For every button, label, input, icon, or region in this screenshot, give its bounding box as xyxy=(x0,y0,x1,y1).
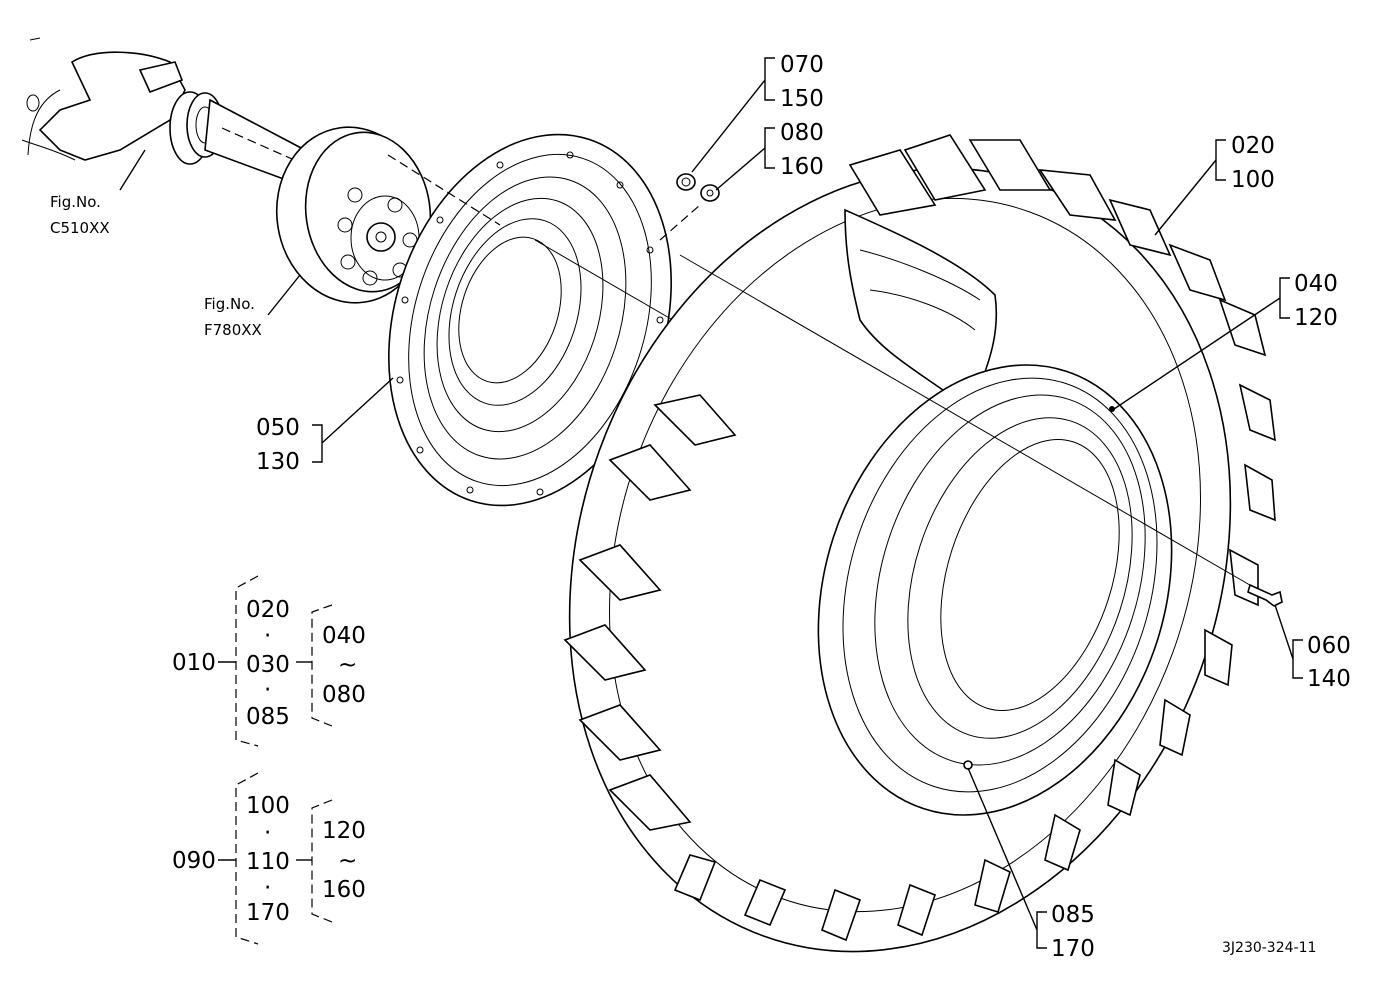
rim-bolt-drawing xyxy=(1247,583,1283,607)
callout-160: 160 xyxy=(780,154,824,180)
wheel-disc-drawing xyxy=(388,133,672,507)
fig-ref-c510-label: Fig.No. xyxy=(50,193,101,211)
assembly-090-code: 090 xyxy=(172,848,216,874)
assembly-010-range-to: 080 xyxy=(322,682,366,708)
callout-085: 085 xyxy=(1051,902,1095,928)
callout-070: 070 xyxy=(780,52,824,78)
flange-bolt-line xyxy=(387,154,501,226)
callout-100: 100 xyxy=(1231,167,1275,193)
assembly-090-dot-1: · xyxy=(264,820,271,846)
callout-170: 170 xyxy=(1051,936,1095,962)
fig-ref-c510-code: C510XX xyxy=(50,219,110,237)
fig-ref-f780-code: F780XX xyxy=(204,321,262,339)
assembly-090-item-2: 110 xyxy=(246,849,290,875)
assembly-010-range-from: 040 xyxy=(322,623,366,649)
assembly-090-range-symbol: ~ xyxy=(338,848,357,874)
drawing-code: 3J230-324-11 xyxy=(1222,940,1316,956)
assembly-010-range-symbol: ~ xyxy=(338,652,357,678)
callout-130: 130 xyxy=(256,449,300,475)
assembly-090-item-3: 170 xyxy=(246,900,290,926)
callout-040: 040 xyxy=(1294,271,1338,297)
hub-flange-drawing xyxy=(275,126,432,304)
assembly-010-item-1: 020 xyxy=(246,597,290,623)
callout-060: 060 xyxy=(1307,633,1351,659)
axle-assembly-drawing xyxy=(21,37,306,187)
callout-080: 080 xyxy=(780,120,824,146)
rim-drawing xyxy=(817,364,1173,816)
fig-ref-f780-label: Fig.No. xyxy=(204,295,255,313)
nut-washer-drawing xyxy=(676,173,720,202)
assembly-010-item-3: 085 xyxy=(246,704,290,730)
assembly-090-item-1: 100 xyxy=(246,793,290,819)
assembly-010-dot-2: · xyxy=(264,677,271,703)
assembly-010-code: 010 xyxy=(172,650,216,676)
callout-120: 120 xyxy=(1294,305,1338,331)
callout-150: 150 xyxy=(780,86,824,112)
assembly-090-range-from: 120 xyxy=(322,818,366,844)
assembly-010-dot-1: · xyxy=(264,623,271,649)
assembly-090-dot-2: · xyxy=(264,875,271,901)
assembly-010-item-2: 030 xyxy=(246,652,290,678)
callout-140: 140 xyxy=(1307,666,1351,692)
assembly-brackets xyxy=(218,575,333,945)
assembly-090-range-to: 160 xyxy=(322,877,366,903)
callout-leaders xyxy=(119,57,1303,949)
nut-line xyxy=(659,204,701,241)
callout-020: 020 xyxy=(1231,133,1275,159)
callout-050: 050 xyxy=(256,415,300,441)
rim-bolt-line xyxy=(679,254,1256,589)
